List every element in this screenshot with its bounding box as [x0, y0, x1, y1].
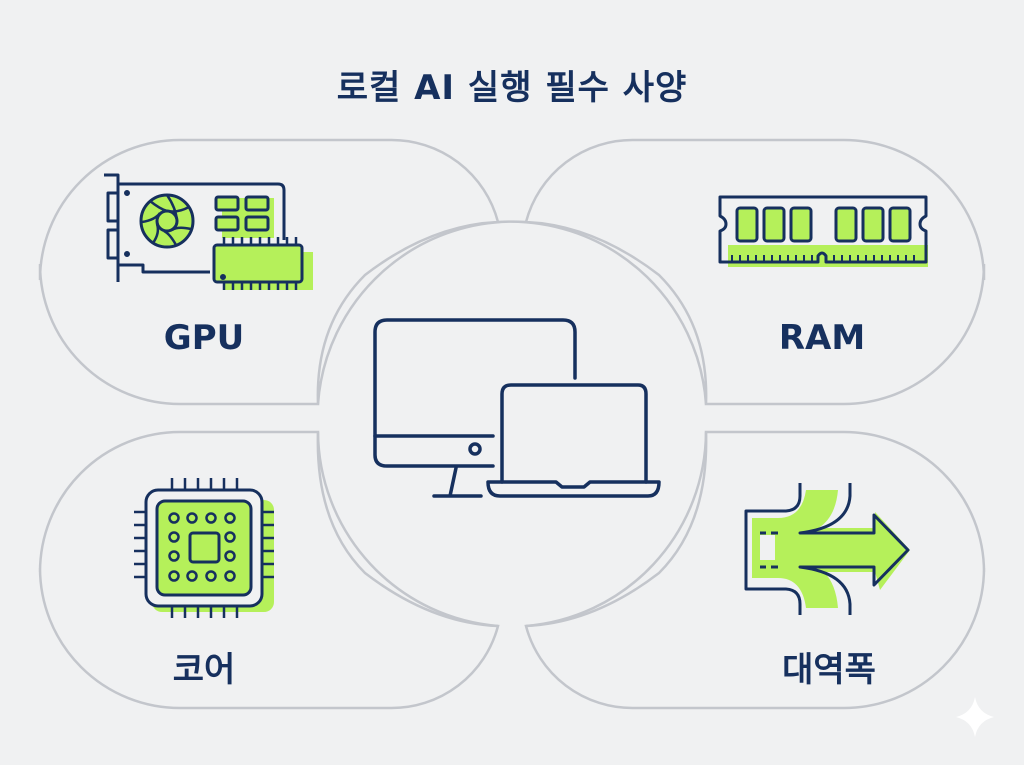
gpu-label: GPU [163, 318, 245, 358]
bandwidth-panel-outline [524, 430, 986, 710]
laptop-icon [500, 383, 648, 484]
monitor-laptop-icon [373, 318, 661, 498]
bandwidth-label: 대역폭 [782, 650, 876, 690]
graphics-card-icon [104, 173, 313, 290]
core-panel-outline [38, 430, 500, 710]
monitor-icon [373, 318, 577, 468]
ram-label: RAM [778, 318, 866, 358]
gpu-panel-outline [38, 138, 500, 406]
sparkle-icon [956, 697, 994, 737]
ram-panel-outline [524, 138, 986, 406]
memory-module-icon [718, 195, 928, 267]
cpu-chip-icon [134, 478, 274, 618]
core-label: 코어 [172, 650, 236, 690]
center-circle-outline [316, 220, 708, 628]
diagram-title: 로컬 AI 실행 필수 사양 [336, 68, 688, 108]
bandwidth-arrow-icon [744, 483, 910, 615]
